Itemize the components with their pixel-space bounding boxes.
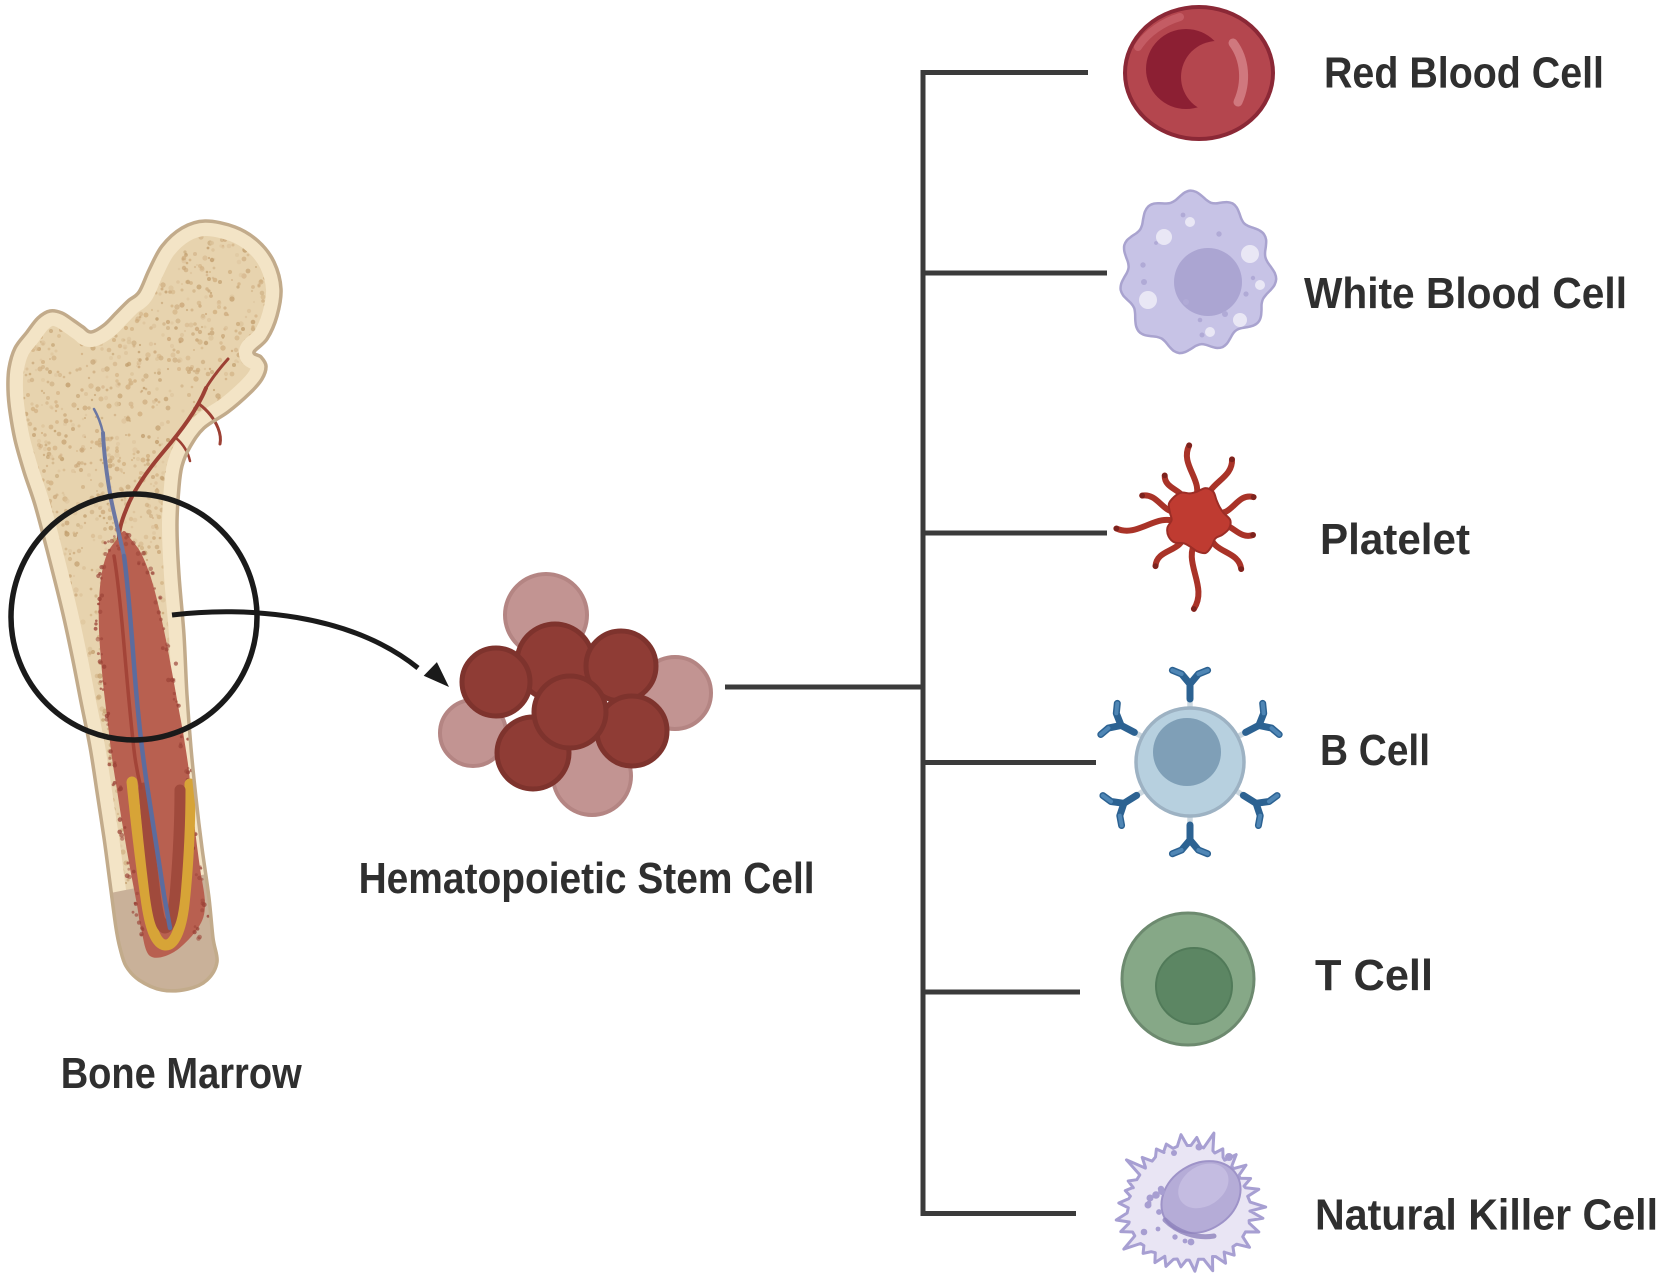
svg-text:Natural Killer Cell: Natural Killer Cell xyxy=(1315,1191,1658,1240)
svg-text:T Cell: T Cell xyxy=(1315,951,1433,1000)
svg-text:B Cell: B Cell xyxy=(1320,726,1430,775)
svg-text:Hematopoietic Stem Cell: Hematopoietic Stem Cell xyxy=(359,854,815,903)
svg-text:Platelet: Platelet xyxy=(1320,515,1470,564)
svg-text:White Blood Cell: White Blood Cell xyxy=(1304,269,1627,318)
svg-text:Bone Marrow: Bone Marrow xyxy=(61,1049,303,1098)
svg-text:Red Blood Cell: Red Blood Cell xyxy=(1324,49,1604,98)
